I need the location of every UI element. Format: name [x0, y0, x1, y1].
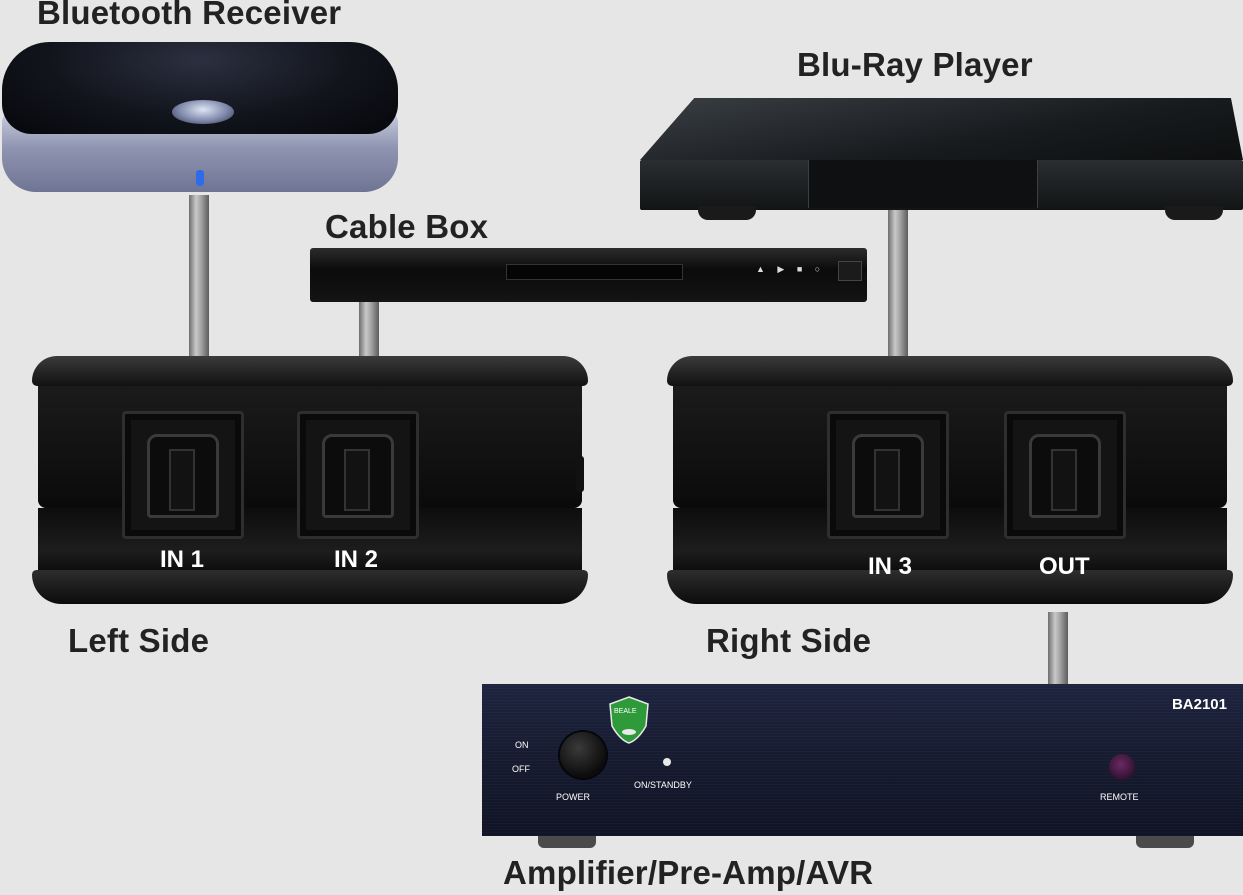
power-label: POWER: [556, 792, 591, 802]
switcher-left-side: IN 1 IN 2: [32, 356, 588, 604]
standby-led-icon: [663, 758, 671, 766]
port-label-in2: IN 2: [334, 546, 379, 573]
output-cable: [1048, 612, 1068, 686]
beale-street-logo-icon: [609, 696, 649, 744]
port-label-out: OUT: [1039, 553, 1090, 580]
bluray-player-label: Blu-Ray Player: [797, 46, 1033, 83]
bluray-cable: [888, 205, 908, 363]
cable-box-cable: [359, 300, 379, 363]
bluray-top: [640, 98, 1243, 160]
bluray-disc-tray: [808, 160, 1038, 208]
optical-port-flap: [1051, 449, 1077, 511]
logo-text: BEALE: [614, 708, 637, 715]
bluetooth-cable: [189, 195, 209, 363]
amplifier-device: BA2101 BEALE ON OFF POWER ON/STANDBY REM…: [482, 684, 1243, 836]
standby-label: ON/STANDBY: [634, 780, 692, 790]
port-in2: [297, 411, 419, 539]
bluray-foot: [698, 206, 756, 220]
switcher-body: [673, 378, 1227, 508]
left-side-label: Left Side: [68, 622, 210, 659]
port-in3: [827, 411, 949, 539]
power-knob[interactable]: [560, 732, 606, 778]
bluetooth-power-icon: [172, 100, 234, 124]
cable-box-device: ▲ ▶ ■ ○: [310, 248, 867, 302]
bluetooth-led-icon: [196, 170, 204, 186]
switcher-base: [667, 570, 1233, 604]
switcher-band: [673, 508, 1227, 580]
switcher-lid: [667, 356, 1233, 386]
bluray-player-device: [640, 98, 1243, 223]
cable-box-controls-icon: ▲ ▶ ■ ○: [756, 264, 826, 274]
optical-port-flap: [874, 449, 900, 511]
optical-port-flap: [169, 449, 195, 511]
power-off-label: OFF: [512, 764, 530, 774]
optical-port-icon: [147, 434, 219, 518]
switcher-side-button: [576, 456, 584, 492]
optical-port-icon: [852, 434, 924, 518]
bluray-front-panel: [640, 160, 1243, 210]
remote-label: REMOTE: [1100, 792, 1139, 802]
switcher-right-side: IN 3 OUT: [667, 356, 1233, 604]
amplifier-model: BA2101: [1171, 696, 1227, 713]
port-in1: [122, 411, 244, 539]
remote-sensor-icon: [1109, 754, 1135, 780]
switcher-lid: [32, 356, 588, 386]
amplifier-foot: [538, 836, 596, 848]
switcher-base: [32, 570, 588, 604]
cable-box-button: [838, 261, 862, 281]
right-side-label: Right Side: [706, 622, 872, 659]
bluray-foot: [1165, 206, 1223, 220]
port-out: [1004, 411, 1126, 539]
bluetooth-receiver-device: [2, 42, 398, 192]
port-label-in3: IN 3: [868, 553, 913, 580]
optical-port-icon: [322, 434, 394, 518]
power-on-label: ON: [515, 740, 529, 750]
amplifier-label: Amplifier/Pre-Amp/AVR: [503, 854, 874, 891]
cable-box-display: [506, 264, 683, 280]
optical-port-icon: [1029, 434, 1101, 518]
amplifier-foot: [1136, 836, 1194, 848]
cable-box-label: Cable Box: [325, 208, 489, 245]
bluetooth-receiver-label: Bluetooth Receiver: [37, 0, 342, 31]
port-label-in1: IN 1: [160, 546, 205, 573]
optical-port-flap: [344, 449, 370, 511]
